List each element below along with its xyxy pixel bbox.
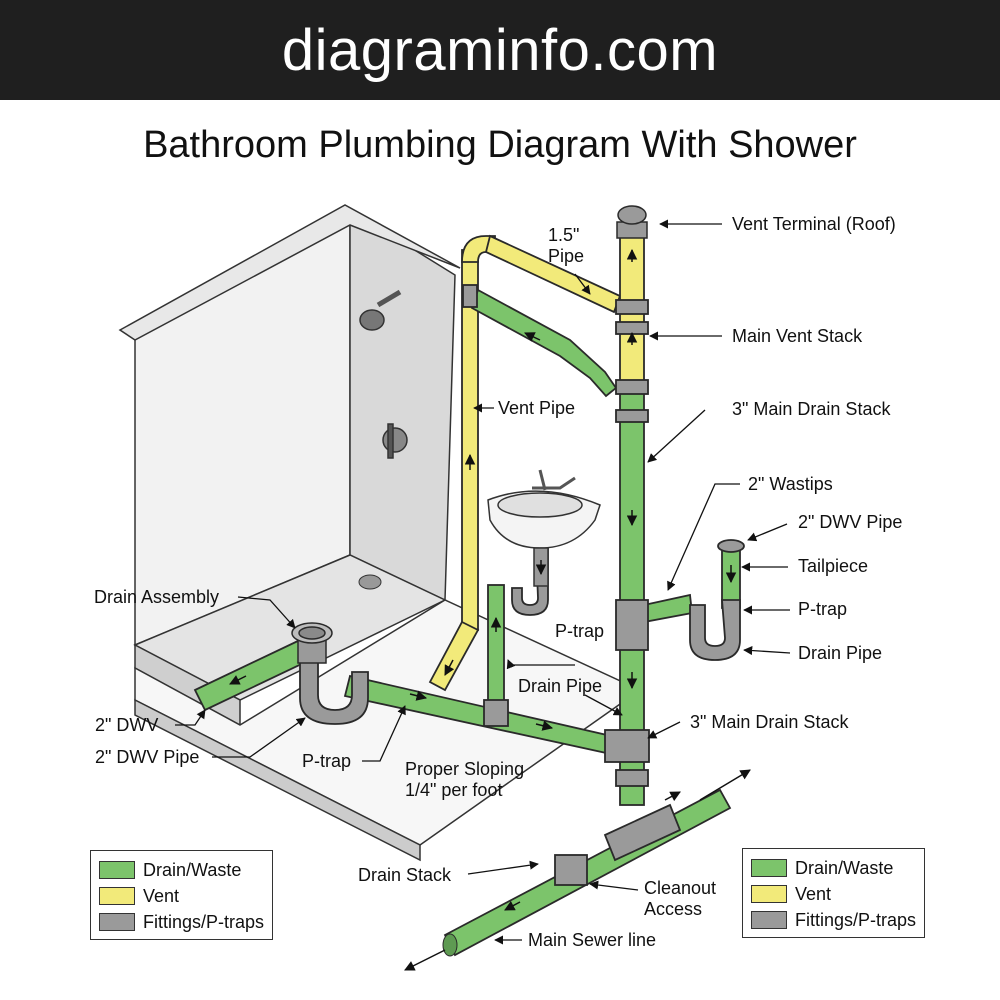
label-sloping-2: 1/4" per foot: [405, 780, 502, 800]
shower-head-icon: [359, 289, 402, 331]
label-main-sewer: Main Sewer line: [528, 930, 656, 950]
label-main-drain-stack-bottom: 3" Main Drain Stack: [690, 712, 849, 732]
legend-label: Vent: [143, 885, 180, 906]
legend-item: Vent: [751, 881, 916, 907]
bathroom-sink-icon: [487, 469, 601, 587]
label-dwv-pipe-left: 2" DWV Pipe: [95, 747, 199, 767]
label-pipe-size-1: 1.5": [548, 225, 579, 245]
legend-label: Drain/Waste: [795, 857, 894, 878]
label-vent-pipe: Vent Pipe: [498, 398, 575, 418]
label-ptrap-shower: P-trap: [302, 751, 351, 771]
label-drain-assembly: Drain Assembly: [94, 587, 219, 607]
cleanout-fitting: [554, 854, 588, 886]
shower-floor-drain-icon: [358, 574, 382, 590]
legend-right: Drain/Waste Vent Fittings/P-traps: [742, 848, 926, 938]
label-cleanout-2: Access: [644, 899, 702, 919]
site-banner: diagraminfo.com: [0, 0, 1000, 100]
right-tailpiece-cap: [717, 539, 745, 553]
shower-ptrap: [299, 659, 369, 725]
wye-fitting: [483, 699, 509, 727]
sink-drain-branch: [470, 288, 618, 398]
sanitary-tee-upper: [615, 599, 649, 651]
labels: Vent Terminal (Roof) 1.5" Pipe Main Vent…: [94, 214, 902, 950]
legend-swatch-vent: [99, 887, 135, 905]
legend-label: Fittings/P-traps: [795, 909, 917, 930]
shower-drain-assembly-icon: [291, 622, 333, 664]
label-dwv-left: 2" DWV: [95, 715, 158, 735]
diagram-title: Bathroom Plumbing Diagram With Shower: [143, 124, 857, 166]
legend-swatch-fitting: [751, 911, 787, 929]
leader-lines: [175, 219, 791, 945]
legend-label: Drain/Waste: [143, 859, 242, 880]
legend-swatch-drain: [99, 861, 135, 879]
legend-swatch-vent: [751, 885, 787, 903]
legend-swatch-drain: [751, 859, 787, 877]
sanitary-tee-lower: [604, 729, 650, 763]
label-wastips: 2" Wastips: [748, 474, 833, 494]
label-main-vent-stack: Main Vent Stack: [732, 326, 863, 346]
vent-coupling-2: [615, 321, 649, 335]
label-dwv-pipe-right: 2" DWV Pipe: [798, 512, 902, 532]
legend-label: Vent: [795, 883, 832, 904]
site-brand: diagraminfo.com: [281, 17, 719, 83]
legend-item: Fittings/P-traps: [99, 909, 264, 935]
vent-pipe-lower-branch: [428, 620, 480, 692]
legend-item: Drain/Waste: [99, 857, 264, 883]
right-branch-to-stack: [643, 593, 693, 624]
legend-swatch-fitting: [99, 913, 135, 931]
vent-terminal-icon: [616, 205, 648, 239]
flow-arrows: [229, 248, 751, 971]
shower-side-wall: [349, 208, 456, 602]
label-tailpiece: Tailpiece: [798, 556, 868, 576]
vent-coupling-1: [615, 299, 649, 315]
label-sloping-1: Proper Sloping: [405, 759, 524, 779]
right-ptrap: [689, 599, 741, 661]
shower-valve-icon: [382, 423, 408, 459]
legend-left: Drain/Waste Vent Fittings/P-traps: [90, 850, 274, 940]
stack-coupling-top: [615, 409, 649, 423]
legend-label: Fittings/P-traps: [143, 911, 265, 932]
shower-wall-top: [118, 204, 461, 341]
legend-item: Fittings/P-traps: [751, 907, 916, 933]
vent-drain-transition: [615, 379, 649, 395]
label-drain-pipe-mid: Drain Pipe: [518, 676, 602, 696]
slab-edge: [134, 698, 421, 862]
sewer-wye: [603, 803, 682, 862]
label-cleanout-1: Cleanout: [644, 878, 716, 898]
legend-item: Vent: [99, 883, 264, 909]
legend-item: Drain/Waste: [751, 855, 916, 881]
stack-coupling-bottom: [615, 769, 649, 787]
label-ptrap-sink: P-trap: [555, 621, 604, 641]
label-ptrap-right: P-trap: [798, 599, 847, 619]
label-drain-stack: Drain Stack: [358, 865, 452, 885]
vent-tee-fitting: [462, 284, 478, 308]
sewer-line-end-cap: [442, 933, 458, 957]
label-main-drain-stack-top: 3" Main Drain Stack: [732, 399, 891, 419]
label-pipe-size-2: Pipe: [548, 246, 584, 266]
label-drain-pipe-right: Drain Pipe: [798, 643, 882, 663]
sink-drain-riser: [487, 584, 505, 716]
label-vent-terminal: Vent Terminal (Roof): [732, 214, 896, 234]
